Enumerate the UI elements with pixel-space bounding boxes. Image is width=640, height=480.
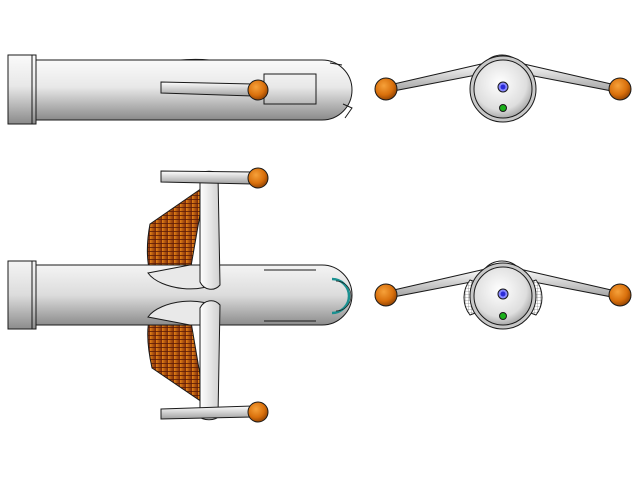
front-view bbox=[374, 54, 632, 123]
side-warp-pylon bbox=[160, 81, 253, 97]
detail-nacelle-left bbox=[374, 283, 398, 307]
front-sensor-green bbox=[499, 104, 507, 112]
front-nacelle-right bbox=[608, 77, 632, 101]
top-nacelle-arm-upper bbox=[160, 170, 253, 185]
side-nacelle bbox=[247, 79, 269, 101]
top-pylon-lower bbox=[199, 300, 221, 421]
detail-sensor-green bbox=[499, 312, 507, 320]
side-nose-ring bbox=[329, 62, 343, 66]
front-nacelle-left bbox=[374, 77, 398, 101]
top-engine-block bbox=[7, 260, 37, 330]
side-nose-deflector bbox=[342, 103, 353, 119]
side-view bbox=[7, 54, 353, 125]
top-nacelle-lower bbox=[247, 401, 269, 423]
top-nacelle-arm-lower bbox=[160, 405, 253, 420]
front-view-detail bbox=[374, 260, 632, 330]
top-nacelle-upper bbox=[247, 167, 269, 189]
top-fin-lower bbox=[147, 315, 206, 406]
detail-nacelle-right bbox=[608, 283, 632, 307]
side-engine-block bbox=[7, 54, 37, 125]
top-deflector-arc bbox=[331, 277, 351, 315]
top-pylon-upper bbox=[199, 170, 221, 290]
top-fin-upper bbox=[146, 184, 206, 273]
top-view bbox=[7, 167, 353, 423]
top-main-hull bbox=[35, 264, 353, 326]
